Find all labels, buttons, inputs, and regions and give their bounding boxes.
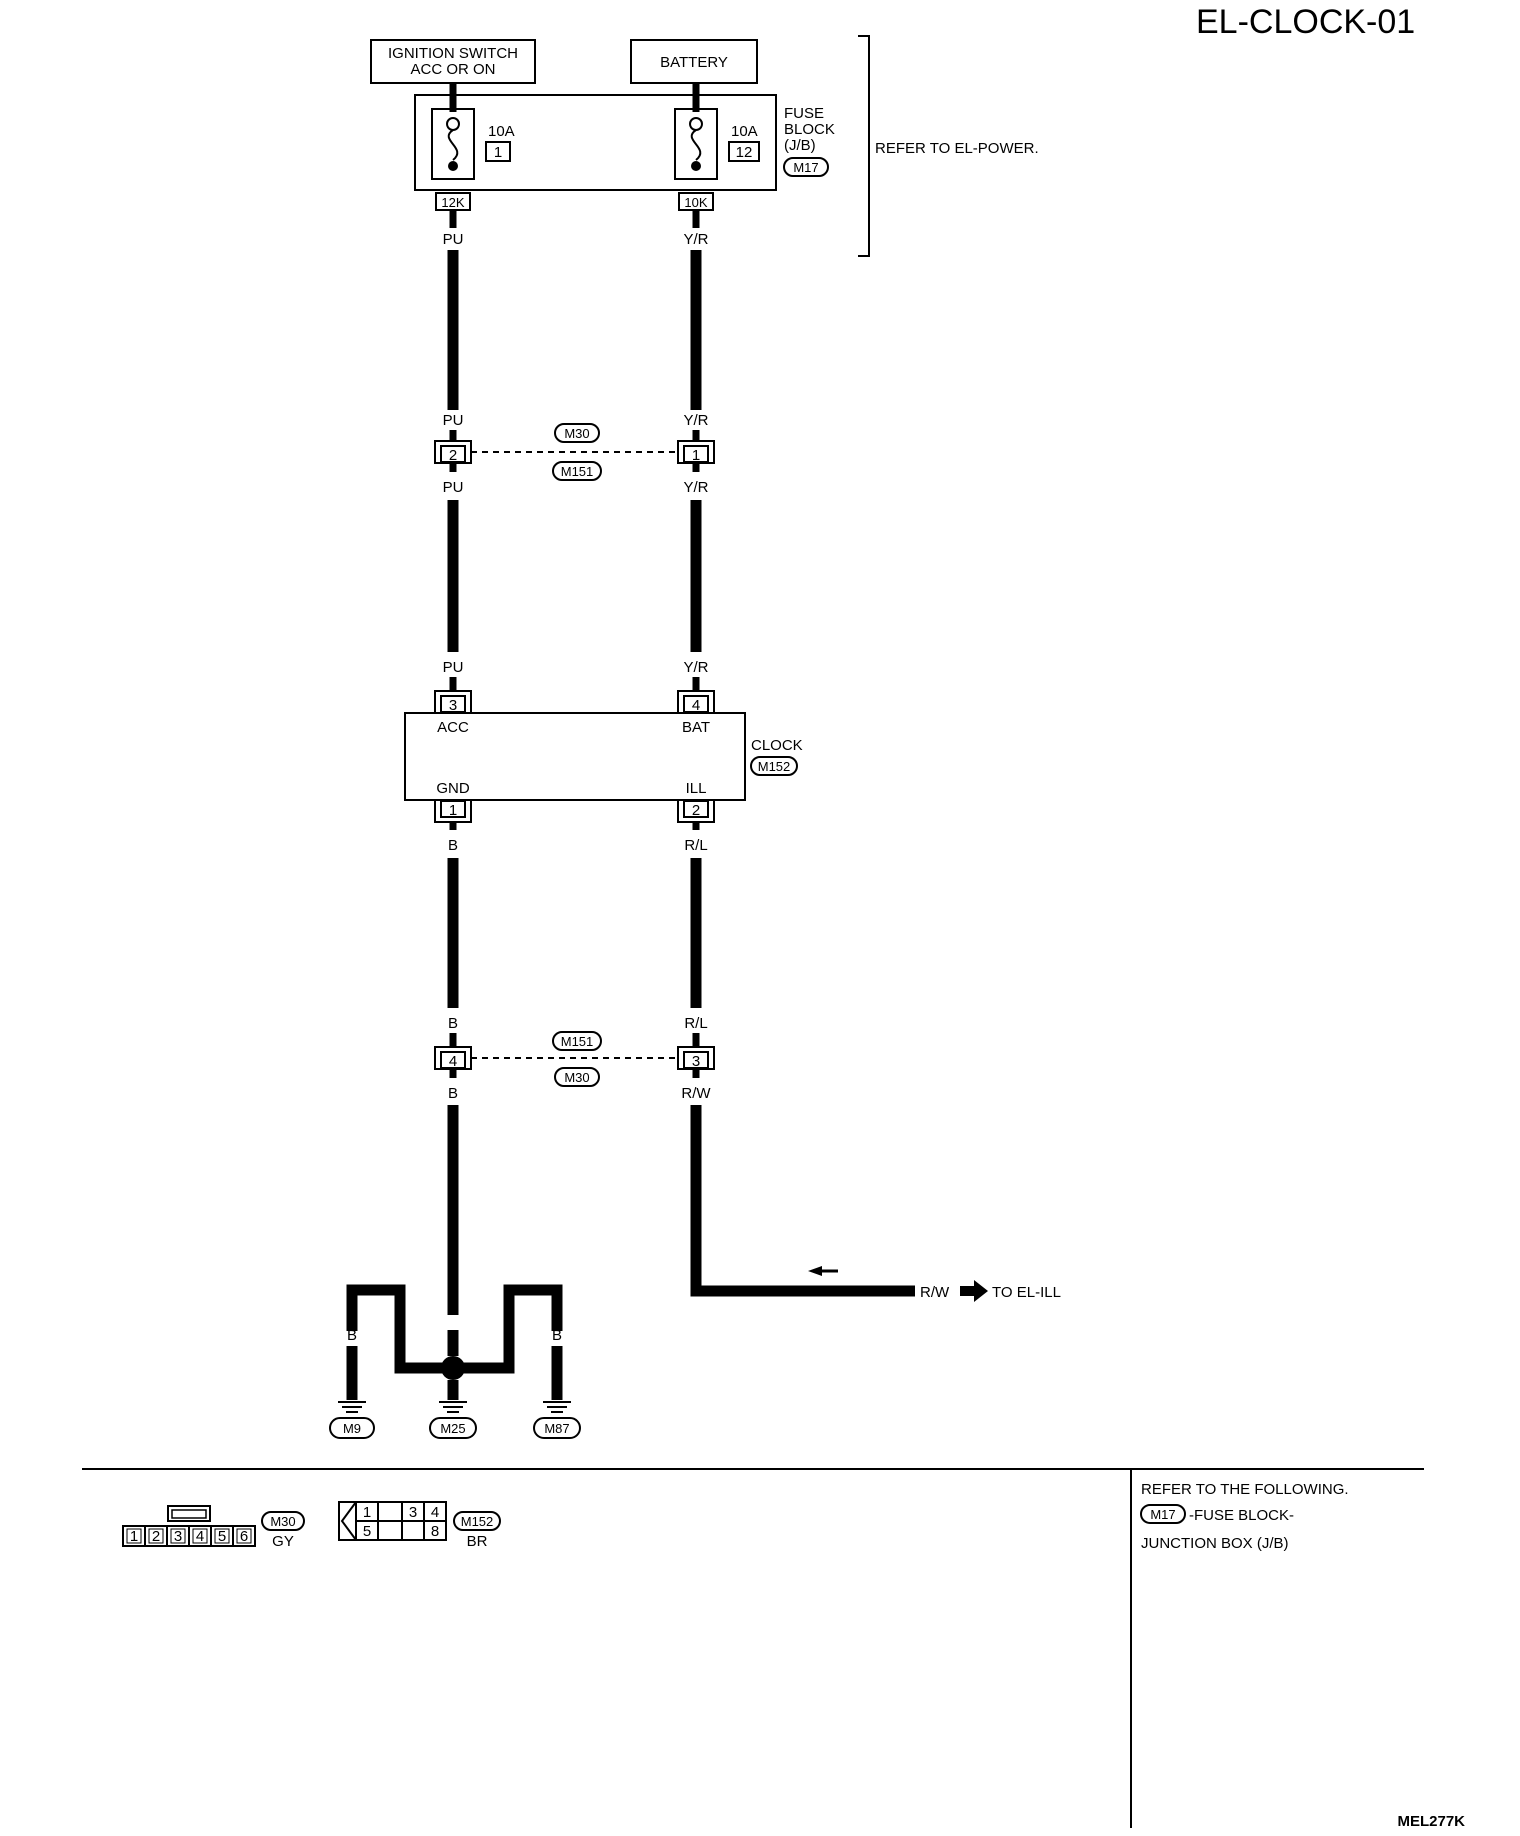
to-el-ill: TO EL-ILL xyxy=(992,1284,1061,1301)
junction-lower-right-pin: 3 xyxy=(692,1053,700,1070)
refer-el-power: REFER TO EL-POWER. xyxy=(875,140,1039,157)
fuse-block-label-3: (J/B) xyxy=(784,137,816,154)
wire-label-rl-2: R/L xyxy=(684,1015,707,1032)
clock-label: CLOCK xyxy=(751,737,803,754)
wire-label-b-2: B xyxy=(448,1015,458,1032)
refer-bracket xyxy=(858,35,870,257)
to-el-ill-wire: R/W xyxy=(920,1284,950,1301)
m30-pin-1: 1 xyxy=(130,1528,138,1545)
clock-term-acc: ACC xyxy=(437,719,469,736)
m30-pin-2: 2 xyxy=(152,1528,160,1545)
m152-pin-top-4: 4 xyxy=(431,1504,439,1521)
clock-term-bat: BAT xyxy=(682,719,710,736)
junction-lower-top-connector: M151 xyxy=(561,1034,594,1049)
m152-pin-top-1: 1 xyxy=(363,1504,371,1521)
figure-code: MEL277K xyxy=(1397,1813,1465,1830)
fuse-right-number: 12 xyxy=(736,144,753,161)
wire-rw xyxy=(690,1105,915,1297)
m152-pin-bottom-4: 8 xyxy=(431,1523,439,1540)
ground-label-b-5: B xyxy=(552,1327,562,1344)
wire-label-rl-1: R/L xyxy=(684,837,707,854)
junction-lower-bottom-connector: M30 xyxy=(564,1070,589,1085)
ground-right-loop xyxy=(453,1284,563,1374)
fuse-left-number: 1 xyxy=(494,144,502,161)
m152-pin-bottom-1: 5 xyxy=(363,1523,371,1540)
connector-view-m30 xyxy=(122,1505,256,1547)
m30-pin-5: 5 xyxy=(218,1528,226,1545)
clock-pin-bat: 4 xyxy=(692,697,700,714)
ground-symbol-m87 xyxy=(543,1401,571,1413)
ground-left-loop xyxy=(346,1284,453,1374)
terminal-10k: 10K xyxy=(684,195,707,210)
ground-m25: M25 xyxy=(440,1421,465,1436)
refer-box-line2: -FUSE BLOCK- xyxy=(1189,1507,1294,1524)
wire-label-yr-2: Y/R xyxy=(683,412,708,429)
ground-label-b-1: B xyxy=(347,1327,357,1344)
ground-symbol-m9 xyxy=(338,1401,366,1413)
clock-pin-gnd: 1 xyxy=(449,802,457,819)
ignition-switch-label-2: ACC OR ON xyxy=(410,61,495,78)
wire-label-pu-3: PU xyxy=(443,479,464,496)
ground-label-b-2: B xyxy=(395,1327,405,1344)
wire-label-yr-3: Y/R xyxy=(683,479,708,496)
m30-view-color: GY xyxy=(272,1533,294,1550)
refer-box-connector: M17 xyxy=(1150,1507,1175,1522)
page-title: EL-CLOCK-01 xyxy=(1196,3,1415,41)
wire-label-pu: PU xyxy=(443,231,464,248)
junction-upper-bottom-connector: M151 xyxy=(561,464,594,479)
clock-connector: M152 xyxy=(758,759,791,774)
fuse-right xyxy=(674,108,718,180)
junction-upper-top-connector: M30 xyxy=(564,426,589,441)
clock-term-ill: ILL xyxy=(686,780,707,797)
battery-label: BATTERY xyxy=(660,54,728,71)
fuse-left-rating: 10A xyxy=(488,123,515,140)
wire-label-yr: Y/R xyxy=(683,231,708,248)
ground-label-b-4: B xyxy=(504,1327,514,1344)
fuse-block-label-1: FUSE xyxy=(784,105,824,122)
fuse-left xyxy=(431,108,475,180)
clock-term-gnd: GND xyxy=(436,780,470,797)
clock-box xyxy=(404,712,746,801)
m30-pin-4: 4 xyxy=(196,1528,204,1545)
junction-upper-right-pin: 1 xyxy=(692,447,700,464)
ground-symbol-m25 xyxy=(439,1401,467,1413)
wire-label-rw-1: R/W xyxy=(681,1085,711,1102)
wire-label-b-3: B xyxy=(448,1085,458,1102)
ground-splice xyxy=(441,1356,465,1380)
refer-box-line3: JUNCTION BOX (J/B) xyxy=(1141,1535,1289,1552)
wire-label-pu-2: PU xyxy=(443,412,464,429)
connector-view-m152 xyxy=(338,1501,447,1541)
wire-label-yr-4: Y/R xyxy=(683,659,708,676)
fuse-right-rating: 10A xyxy=(731,123,758,140)
ground-m87: M87 xyxy=(544,1421,569,1436)
clock-pin-ill: 2 xyxy=(692,802,700,819)
refer-box-line1: REFER TO THE FOLLOWING. xyxy=(1141,1481,1349,1498)
m30-view-label: M30 xyxy=(270,1514,295,1529)
m30-pin-3: 3 xyxy=(174,1528,182,1545)
ground-label-b-3: B xyxy=(448,1327,458,1344)
ignition-switch-label-1: IGNITION SWITCH xyxy=(388,45,518,62)
to-el-ill-arrow xyxy=(960,1280,988,1302)
m152-view-color: BR xyxy=(467,1533,488,1550)
flow-arrow xyxy=(808,1266,822,1276)
m152-pin-top-3: 3 xyxy=(409,1504,417,1521)
clock-pin-acc: 3 xyxy=(449,697,457,714)
fuse-block-label-2: BLOCK xyxy=(784,121,835,138)
junction-upper-left-pin: 2 xyxy=(449,447,457,464)
wire-label-b-1: B xyxy=(448,837,458,854)
fuse-block xyxy=(414,94,777,191)
m152-view-label: M152 xyxy=(461,1514,494,1529)
m30-pin-6: 6 xyxy=(240,1528,248,1545)
terminal-12k: 12K xyxy=(441,195,464,210)
ground-m9: M9 xyxy=(343,1421,361,1436)
fuse-block-connector: M17 xyxy=(793,160,818,175)
wire-label-pu-4: PU xyxy=(443,659,464,676)
junction-lower-left-pin: 4 xyxy=(449,1053,457,1070)
